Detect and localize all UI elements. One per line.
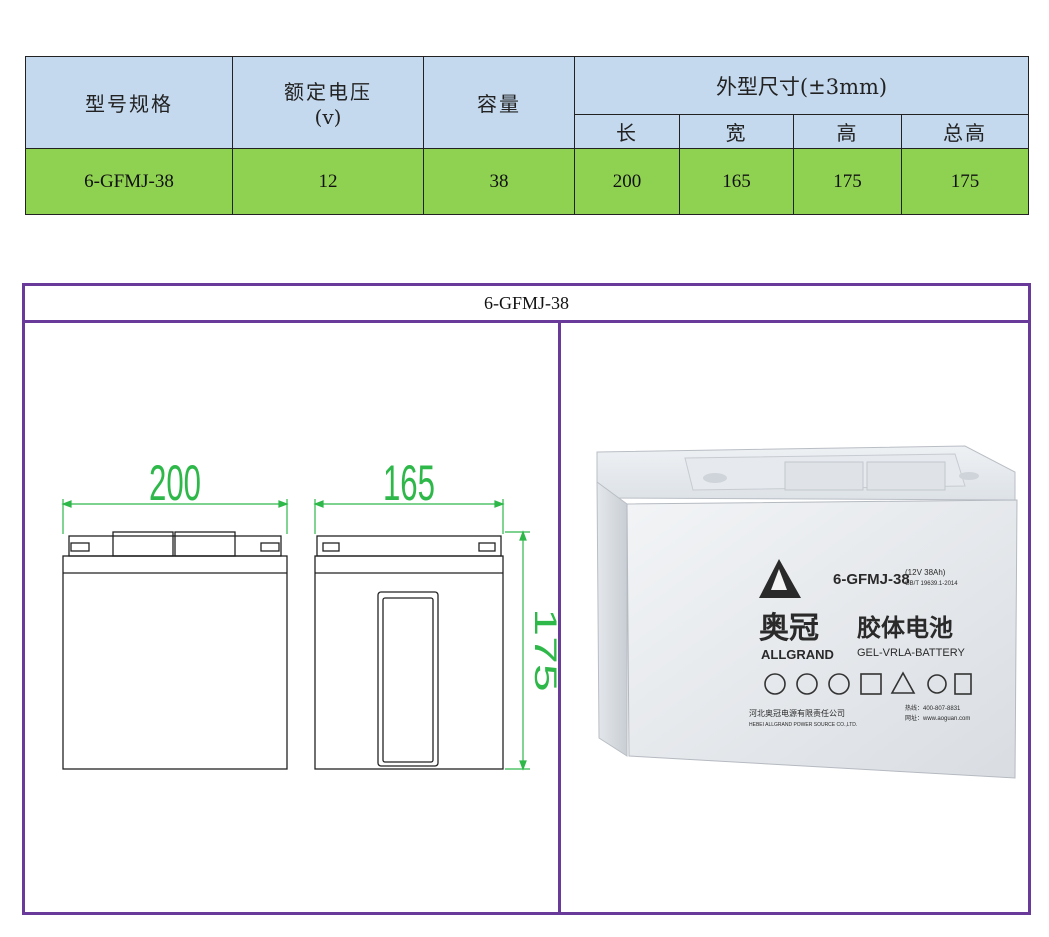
dimension-drawing: 200 165 175 [61,454,558,771]
front-view-terminal-right [260,542,280,552]
cell-length: 200 [574,148,680,215]
header-length: 长 [574,114,680,149]
header-total-height: 总高 [900,114,1030,149]
panel-divider [558,323,561,912]
label-product-en: GEL-VRLA-BATTERY [857,647,965,659]
battery-handle-right [866,461,946,491]
label-standard: GB/T 19639.1-2014 [905,581,958,587]
label-model: 6-GFMJ-38 [833,571,910,588]
side-view-terminal-left [322,542,340,552]
panel-title: 6-GFMJ-38 [25,286,1028,323]
label-website: 网址：www.aoguan.com [905,714,970,722]
recycle-icon [927,674,947,694]
cell-voltage: 12 [232,148,424,215]
battery-side-face [596,481,628,757]
side-view-handle-slot-inner [382,597,434,763]
cell-height: 175 [793,148,902,215]
drawing-panel: 6-GFMJ-38 [22,283,1031,915]
label-rating: (12V 38Ah) [905,568,946,577]
battery-photo: 6-GFMJ-38 (12V 38Ah) GB/T 19639.1-2014 奥… [596,445,1018,779]
front-width-arrow-right [278,500,289,508]
front-view-handle [112,531,174,557]
front-view-handle-2 [174,531,236,557]
terminal-left-icon [703,473,727,483]
header-capacity: 容量 [423,56,575,149]
height-label: 175 [528,608,558,691]
no-trash-icon [954,673,972,695]
header-height: 高 [793,114,902,149]
label-hotline: 热线：400-807-8831 [905,704,961,712]
side-width-arrow-right [494,500,505,508]
header-voltage-label: 额定电压 [284,80,372,104]
eye-protection-icon [828,673,850,695]
height-arrow-bottom [519,760,527,771]
side-view-terminal-right [478,542,496,552]
front-width-arrow-left [61,500,72,508]
header-model: 型号规格 [25,56,233,149]
label-maker-en: HEBEI ALLGRAND POWER SOURCE CO.,LTD. [749,722,857,728]
cell-width: 165 [679,148,794,215]
table-row: 6-GFMJ-38 12 38 200 165 175 175 [25,148,1030,215]
battery-front-face [626,499,1018,779]
side-view-lid [316,535,502,557]
no-smoking-icon [796,673,818,695]
label-product-cn: 胶体电池 [857,614,953,642]
no-fire-icon [764,673,786,695]
spec-table: 型号规格 额定电压 (v) 容量 外型尺寸(±3mm) 长 宽 高 总高 6-G… [25,56,1030,215]
header-voltage-unit: (v) [314,105,342,129]
side-width-arrow-left [313,500,324,508]
header-dimensions: 外型尺寸(±3mm) [573,56,1030,115]
battery-handle-left [784,461,864,491]
manual-icon [860,673,882,695]
height-arrow-top [519,530,527,541]
terminal-right-icon [959,472,979,480]
label-brand-en: ALLGRAND [761,647,834,662]
cell-capacity: 38 [423,148,575,215]
header-voltage: 额定电压 (v) [232,56,424,149]
cell-total-height: 175 [900,148,1030,215]
front-width-label: 200 [149,454,201,510]
front-view-terminal-left [70,542,90,552]
side-view-handle-slot [377,591,439,767]
label-brand-cn: 奥冠 [759,611,819,645]
warning-icon [890,671,916,694]
side-width-label: 165 [383,454,435,510]
label-maker-cn: 河北奥冠电源有限责任公司 [749,708,845,718]
header-width: 宽 [679,114,794,149]
cell-model: 6-GFMJ-38 [25,148,233,215]
